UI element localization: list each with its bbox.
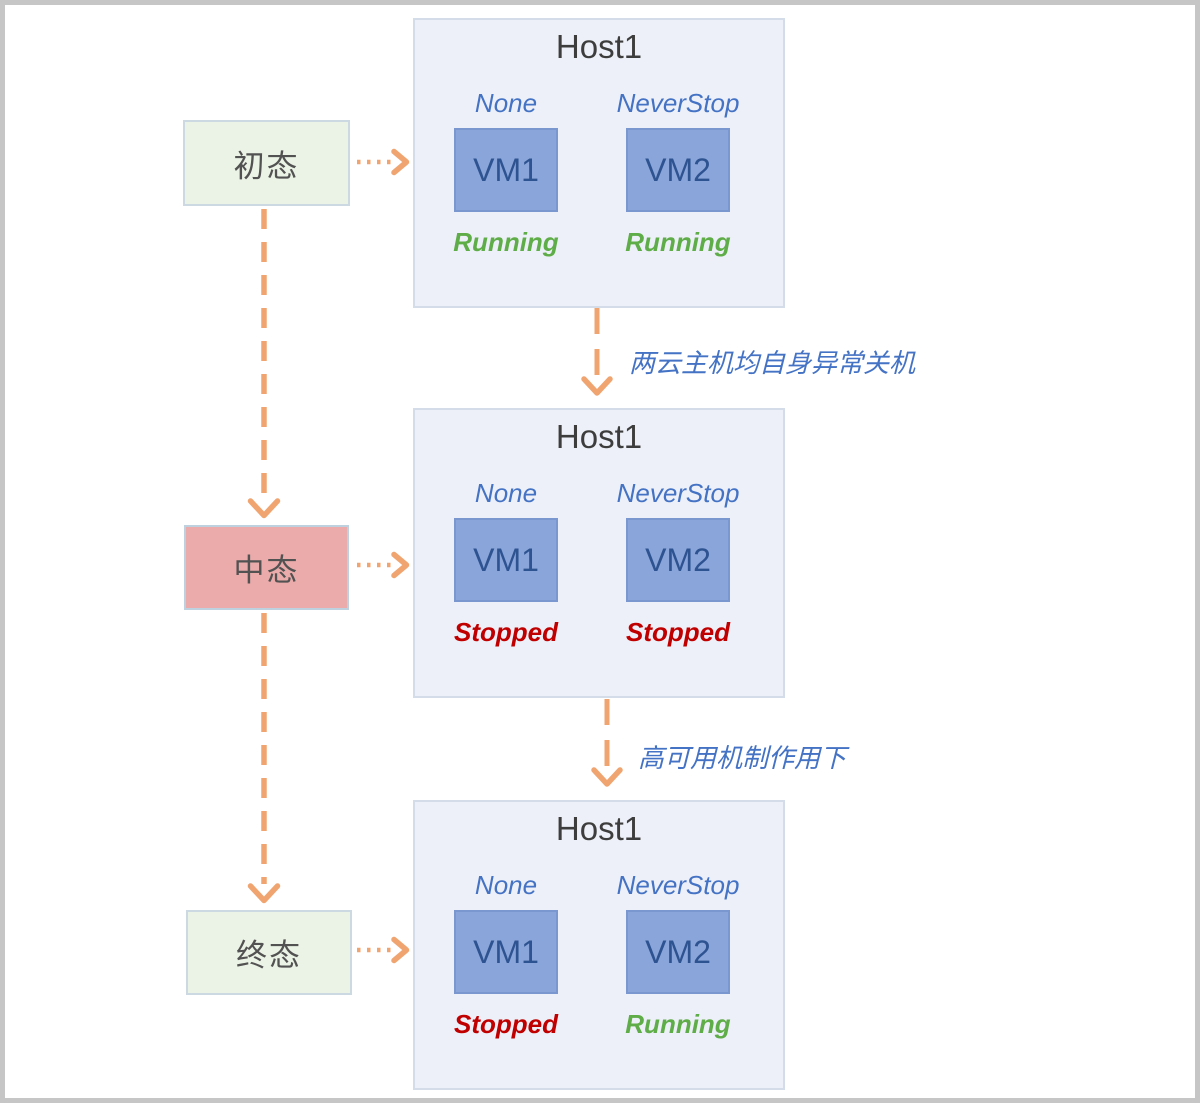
vm-row: None VM1 Stopped NeverStop VM2 Running: [415, 848, 783, 1040]
vm2-name: VM2: [645, 151, 711, 188]
vm2-policy-label: NeverStop: [616, 88, 740, 118]
host-box-final: Host1 None VM1 Stopped NeverStop VM2 Run…: [413, 800, 785, 1090]
transition-label-abnormal-shutdown: 两云主机均自身异常关机: [629, 348, 916, 378]
transition-label-ha-mechanism: 高可用机制作用下: [638, 743, 847, 773]
state-label-initial: 初态: [233, 148, 300, 184]
arrow-initial-to-host: [357, 148, 410, 176]
vm1-column: None VM1 Stopped: [431, 456, 581, 648]
arrow-final-to-host: [357, 936, 410, 964]
vm2-status-label: Running: [625, 227, 731, 257]
vm1-name: VM1: [473, 541, 539, 578]
arrow-host2-to-host3: [591, 699, 623, 787]
vm2-box: VM2: [626, 910, 730, 994]
vm1-policy-label: None: [474, 88, 538, 118]
vm1-name: VM1: [473, 933, 539, 970]
vm2-column: NeverStop VM2 Stopped: [603, 456, 753, 648]
vm2-policy-label: NeverStop: [616, 478, 740, 508]
host-title: Host1: [555, 810, 643, 847]
arrow-initial-to-middle: [247, 209, 281, 519]
vm2-column: NeverStop VM2 Running: [603, 66, 753, 258]
vm1-status-label: Running: [453, 227, 559, 257]
vm2-status-label: Stopped: [626, 617, 730, 647]
host-box-initial: Host1 None VM1 Running NeverStop VM2 Run…: [413, 18, 785, 308]
vm1-policy-label: None: [474, 478, 538, 508]
state-box-initial: 初态: [183, 120, 350, 206]
vm1-status-label: Stopped: [454, 1009, 558, 1039]
vm2-column: NeverStop VM2 Running: [603, 848, 753, 1040]
state-label-final: 终态: [236, 938, 302, 973]
vm2-name: VM2: [645, 933, 711, 970]
vm1-status-label: Stopped: [454, 617, 558, 647]
vm-row: None VM1 Stopped NeverStop VM2 Stopped: [415, 456, 783, 648]
state-box-middle: 中态: [184, 525, 349, 610]
vm-row: None VM1 Running NeverStop VM2 Running: [415, 66, 783, 258]
arrow-host1-to-host2: [581, 308, 613, 396]
vm1-column: None VM1 Stopped: [431, 848, 581, 1040]
vm1-box: VM1: [454, 518, 558, 602]
vm1-box: VM1: [454, 910, 558, 994]
vm2-box: VM2: [626, 128, 730, 212]
vm1-column: None VM1 Running: [431, 66, 581, 258]
vm2-status-label: Running: [625, 1009, 731, 1039]
vm1-policy-label: None: [474, 870, 538, 900]
host-title: Host1: [555, 28, 643, 65]
vm1-box: VM1: [454, 128, 558, 212]
arrow-middle-to-host: [357, 551, 410, 579]
vm1-name: VM1: [473, 151, 539, 188]
vm2-policy-label: NeverStop: [616, 870, 740, 900]
host-box-middle: Host1 None VM1 Stopped NeverStop VM2 Sto…: [413, 408, 785, 698]
vm2-box: VM2: [626, 518, 730, 602]
state-label-middle: 中态: [233, 553, 300, 588]
host-title: Host1: [555, 418, 643, 455]
state-box-final: 终态: [186, 910, 352, 995]
arrow-middle-to-final: [247, 613, 281, 904]
vm2-name: VM2: [645, 541, 711, 578]
